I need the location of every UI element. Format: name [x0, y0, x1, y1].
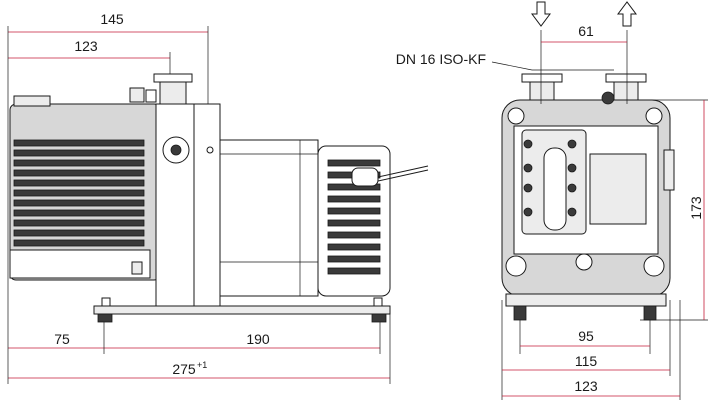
end-foot-right [643, 305, 657, 321]
drain-plug [131, 261, 143, 275]
sight-window [543, 147, 567, 231]
motor-body [219, 139, 319, 297]
dim-end-flange-spacing: 61 [578, 23, 594, 39]
foot-bolt-left [101, 297, 111, 307]
outlet-flange-end [605, 73, 647, 105]
side-dimensions [7, 26, 391, 384]
pump-lower-panel [9, 249, 151, 279]
coupling-screw [206, 146, 214, 154]
coupling-column [193, 103, 221, 307]
dim-end-height: 173 [688, 196, 704, 220]
inlet-flange-side [129, 73, 193, 105]
dim-end-overall-width: 123 [574, 378, 598, 394]
dim-end-foot-spacing: 95 [578, 328, 594, 344]
power-cable [377, 165, 429, 178]
dim-side-foot-offset: 75 [54, 331, 70, 347]
flange-label: DN 16 ISO-KF [396, 51, 486, 67]
base-plate [93, 305, 391, 315]
arrow-down-icon [531, 1, 551, 27]
end-foot-left [513, 305, 527, 321]
cable-gland [351, 167, 379, 187]
dim-side-overall-width: 145 [100, 11, 124, 27]
dim-end-foot-outer: 115 [575, 353, 598, 369]
side-view: 145 123 75 190 275 +1 [7, 11, 429, 384]
foot-left [97, 313, 113, 323]
dim-side-total-length: 275 [172, 361, 196, 377]
arrow-up-icon [617, 1, 637, 27]
pump-top-cap [13, 95, 51, 107]
coupling-center [170, 144, 182, 156]
end-base [505, 293, 667, 307]
end-dimensions [491, 30, 708, 400]
end-bolts [505, 91, 665, 277]
side-fitting [663, 149, 675, 191]
foot-right [371, 313, 387, 323]
foot-bolt-right [373, 297, 383, 307]
dim-side-inlet-offset: 123 [74, 38, 98, 54]
end-view: DN 16 ISO-KF 61 173 95 115 123 [396, 1, 708, 400]
end-label-plate [589, 153, 647, 225]
dim-side-total-length-tolerance: +1 [197, 360, 207, 370]
dim-side-foot-spacing: 190 [246, 331, 270, 347]
cooling-fins [13, 139, 145, 247]
